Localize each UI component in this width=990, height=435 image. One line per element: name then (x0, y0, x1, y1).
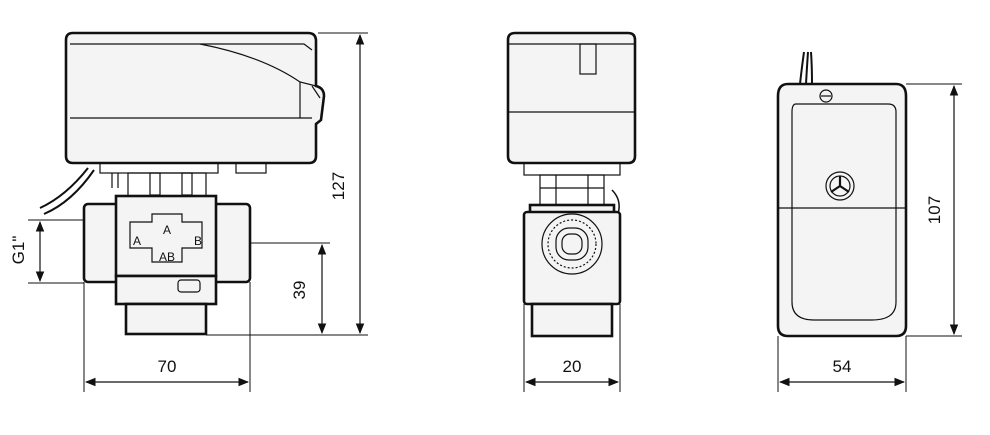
front-view: A A B AB G1" 39 127 70 (9, 31, 368, 392)
total-height-dimension (318, 32, 368, 336)
front-width-dimension (83, 282, 251, 392)
port-label-left: A (133, 234, 141, 248)
port-height-value: 39 (290, 281, 309, 300)
front-width-value: 70 (158, 357, 177, 376)
side-width-dimension (523, 304, 621, 392)
front-actuator-housing (64, 31, 326, 165)
top-length-dimension (906, 83, 962, 337)
thread-label: G1" (9, 236, 28, 265)
front-valve-body (82, 194, 252, 336)
top-knob-icon (825, 171, 855, 201)
top-width-value: 54 (833, 357, 852, 376)
port-height-dimension (206, 242, 330, 336)
side-width-value: 20 (563, 357, 582, 376)
total-height-value: 127 (329, 172, 348, 200)
port-label-bottom: AB (159, 250, 175, 264)
top-cable (799, 51, 813, 85)
front-cable (39, 167, 95, 215)
side-actuator-housing (506, 31, 637, 165)
side-view: 20 (506, 31, 637, 392)
top-view: 107 54 (776, 51, 962, 392)
port-label-top: A (163, 223, 171, 237)
top-length-value: 107 (925, 196, 944, 224)
port-label-right: B (194, 234, 202, 248)
side-valve-body (522, 203, 622, 338)
front-linkage (99, 162, 267, 198)
top-width-dimension (777, 336, 907, 392)
thread-dimension (28, 219, 84, 284)
top-housing (776, 82, 908, 338)
